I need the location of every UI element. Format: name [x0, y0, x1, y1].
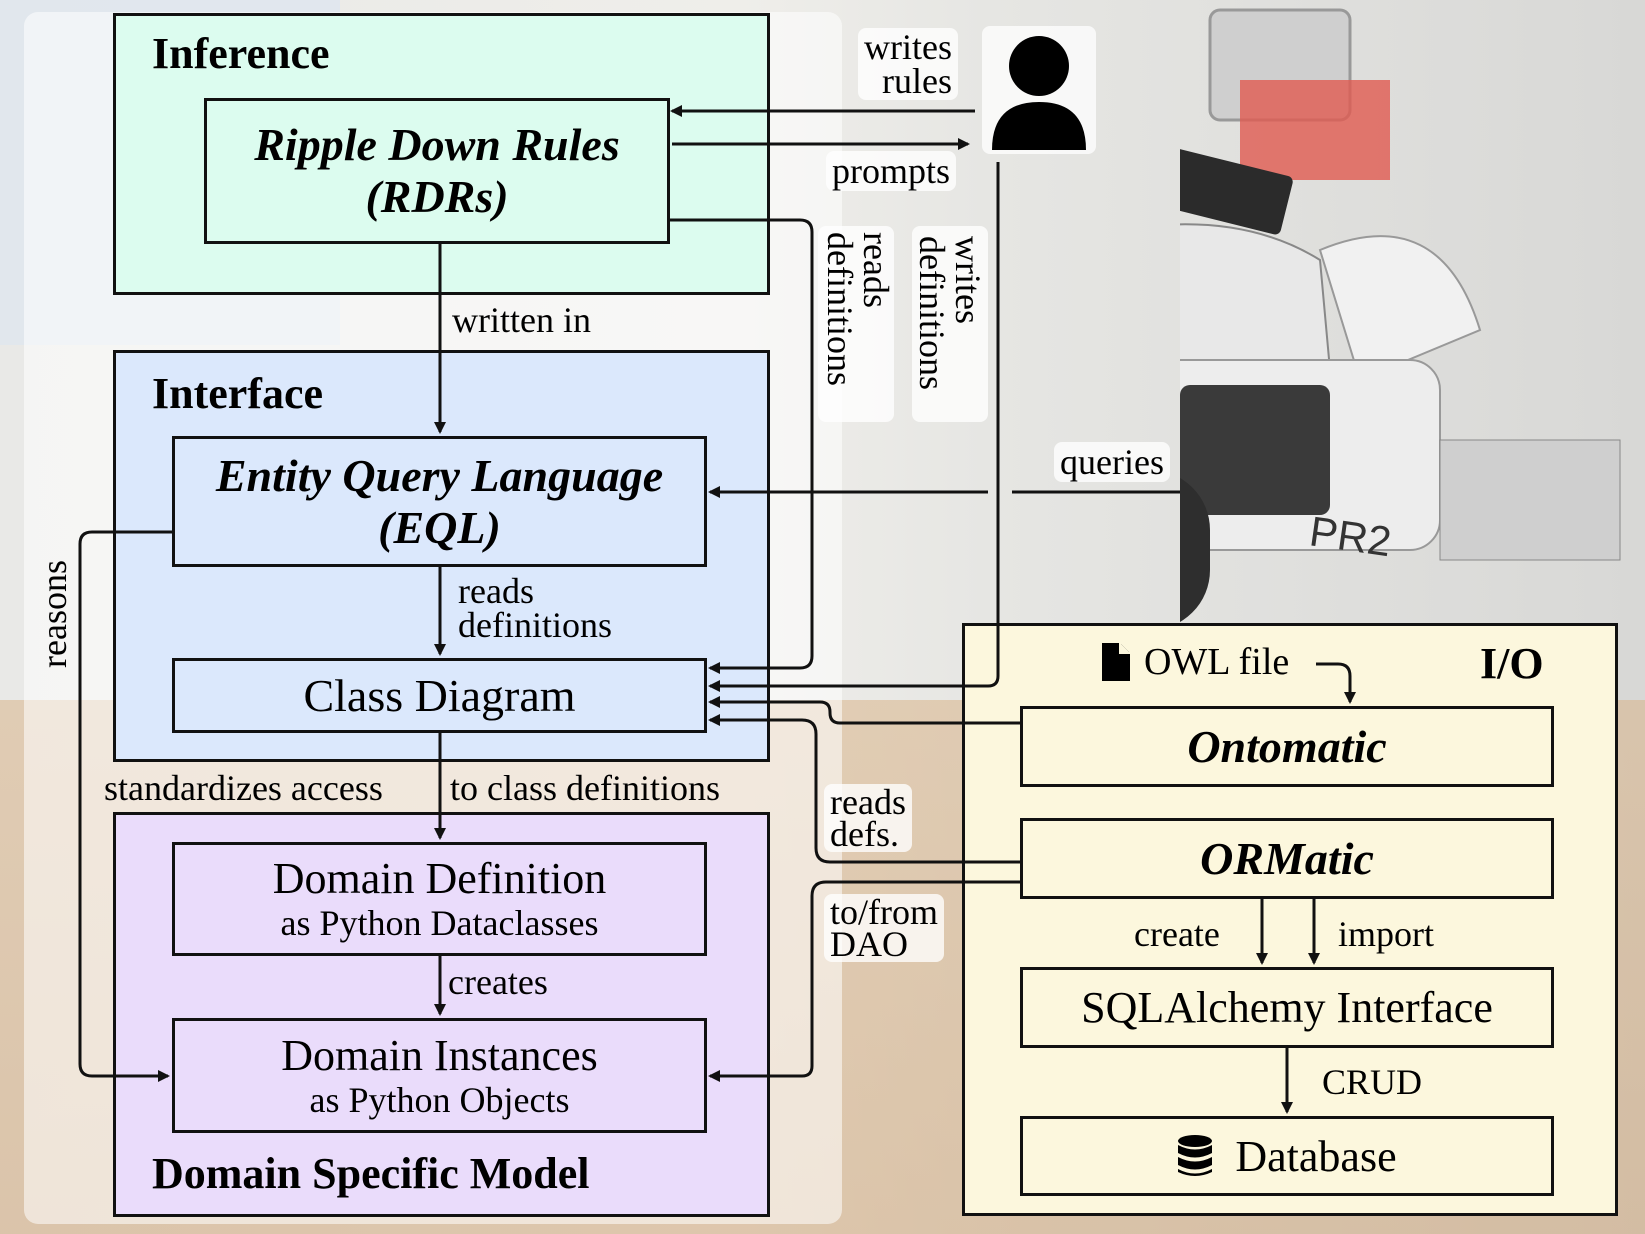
prompts-label: prompts [826, 151, 957, 191]
domain-definition-box[interactable]: Domain Definition as Python Dataclasses [172, 842, 707, 956]
reads-defs-label: reads defs. [824, 784, 912, 852]
reasons-label: reasons [34, 560, 74, 668]
rdr-label-line2: (RDRs) [365, 171, 509, 222]
database-box[interactable]: Database [1020, 1116, 1554, 1196]
domain-instances-line1: Domain Instances [281, 1030, 598, 1080]
reads-definitions-vertical-label [818, 226, 894, 422]
owl-file-item[interactable]: OWL file [1100, 640, 1289, 684]
class-diagram-label: Class Diagram [303, 670, 576, 721]
user-card[interactable] [982, 26, 1096, 154]
rdr-label-line1: Ripple Down Rules [254, 119, 620, 170]
standardizes-label-1: standardizes access [104, 768, 383, 808]
written-in-label: written in [452, 300, 591, 340]
to-from-dao-label: to/from DAO [824, 894, 944, 962]
domain-instances-line2: as Python Objects [309, 1079, 570, 1120]
interface-title: Interface [152, 369, 324, 418]
database-icon [1178, 1135, 1213, 1176]
owl-file-label: OWL file [1144, 641, 1290, 683]
inference-title: Inference [152, 29, 330, 78]
pr2-robot-illustration: PR2 [1180, 8, 1621, 622]
eql-box[interactable]: Entity Query Language (EQL) [172, 436, 707, 567]
create-label: create [1134, 914, 1220, 954]
file-icon [1102, 643, 1130, 681]
sqlalchemy-label: SQLAlchemy Interface [1081, 983, 1493, 1032]
import-label: import [1338, 914, 1434, 954]
eql-label-line2: (EQL) [378, 501, 501, 553]
ormatic-label: ORMatic [1200, 833, 1374, 884]
domain-definition-line2: as Python Dataclasses [280, 903, 599, 943]
sqlalchemy-box[interactable]: SQLAlchemy Interface [1020, 967, 1554, 1048]
ontomatic-label: Ontomatic [1187, 721, 1387, 772]
rdr-box[interactable]: Ripple Down Rules (RDRs) [204, 98, 670, 244]
io-title: I/O [1480, 639, 1544, 688]
user-icon [992, 36, 1086, 150]
domain-instances-box[interactable]: Domain Instances as Python Objects [172, 1018, 707, 1133]
domain-definition-line1: Domain Definition [272, 854, 607, 903]
database-label: Database [1235, 1131, 1397, 1181]
writes-definitions-vertical-text: writes definitions [912, 236, 988, 390]
ormatic-box[interactable]: ORMatic [1020, 818, 1554, 899]
standardizes-label-2: to class definitions [450, 768, 720, 808]
eql-label-line1: Entity Query Language [215, 449, 664, 501]
reads-definitions-vertical-text: reads definitions [820, 232, 896, 386]
queries-label: queries [1054, 442, 1170, 482]
ontomatic-box[interactable]: Ontomatic [1020, 706, 1554, 787]
writes-definitions-vertical-label [912, 226, 988, 422]
class-diagram-box[interactable]: Class Diagram [172, 658, 707, 733]
domain-model-title: Domain Specific Model [152, 1149, 590, 1198]
robot-label: PR2 [1307, 507, 1394, 565]
writes-rules-label: writes rules [858, 28, 958, 100]
reads-definitions-label: reads definitions [458, 571, 612, 645]
crud-label: CRUD [1322, 1062, 1423, 1102]
creates-label: creates [448, 962, 548, 1002]
